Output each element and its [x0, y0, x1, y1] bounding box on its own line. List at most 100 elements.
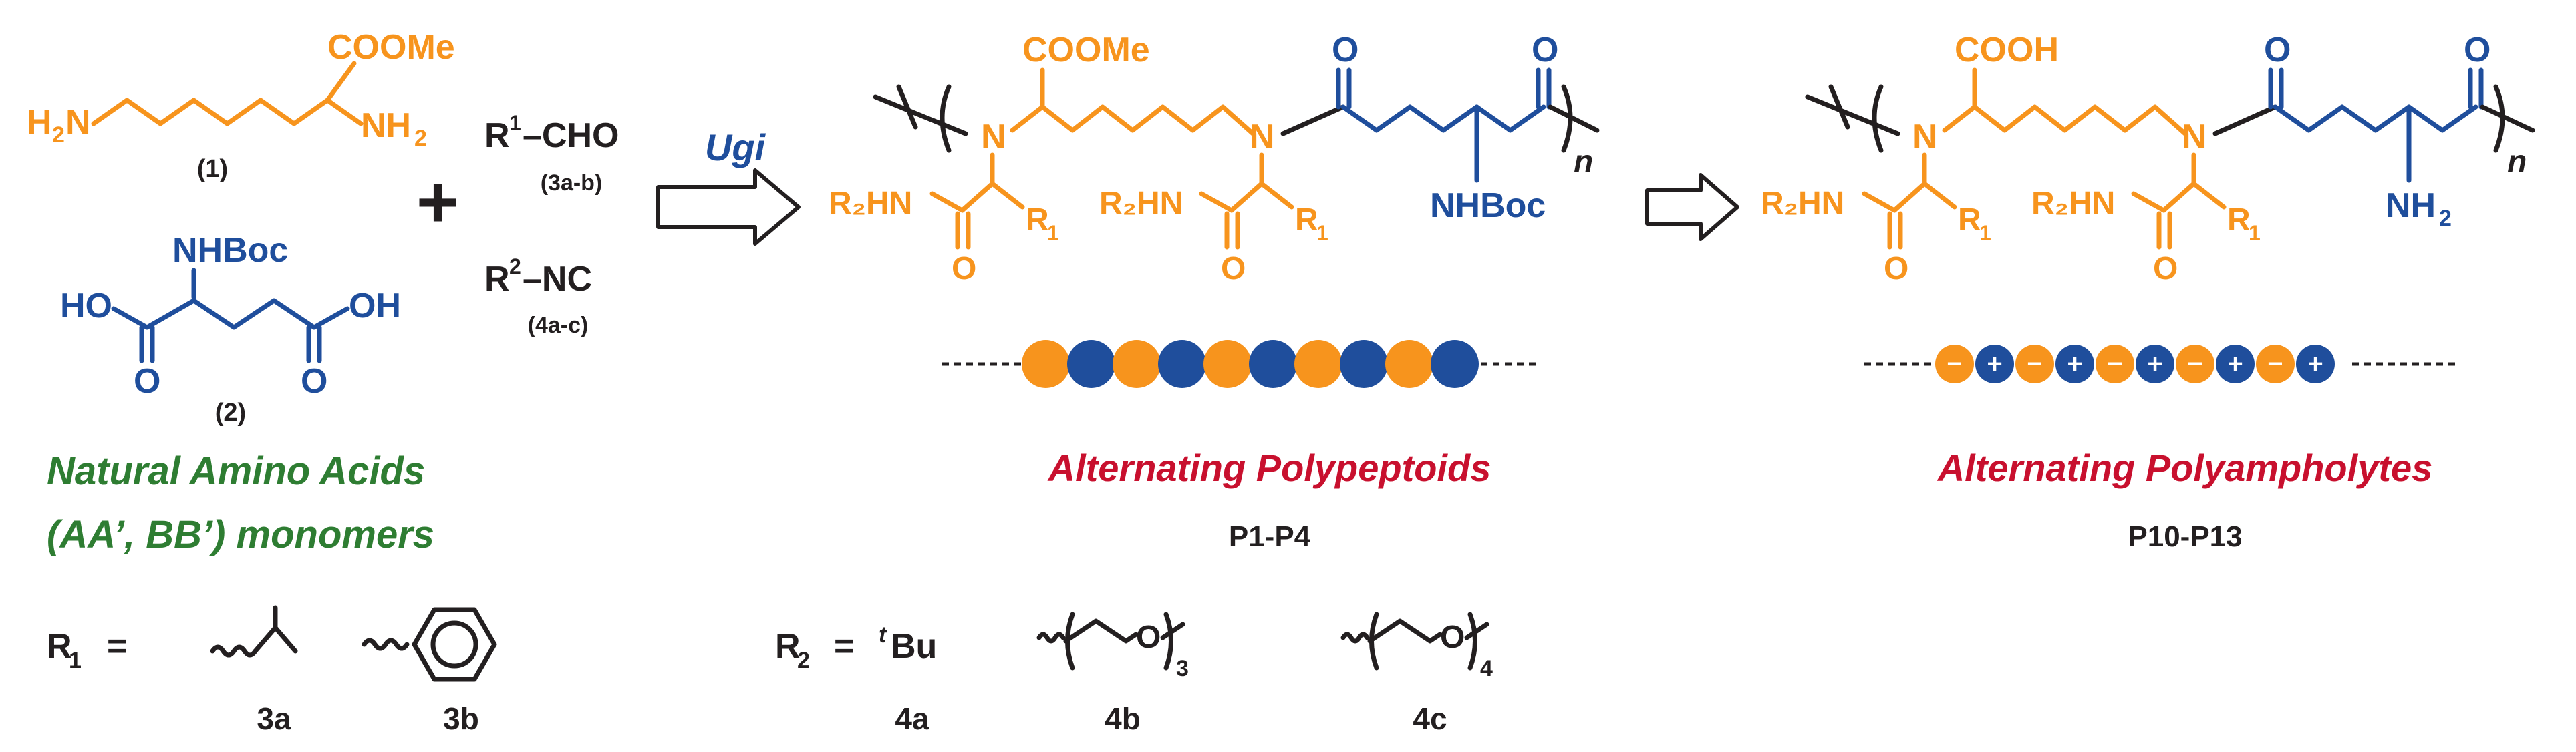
p1-glu-backbone: [1340, 104, 1546, 133]
r1-label: R: [47, 627, 72, 666]
p2-end-bond-right: [2480, 104, 2535, 133]
r1-code-3a: 3a: [257, 701, 291, 736]
p2-sc-right-chain: [2131, 181, 2196, 213]
r2-code-4a: 4a: [895, 701, 929, 736]
p2-sc-right-o: O: [2153, 251, 2178, 287]
polypeptoid-bead-chain: [942, 340, 1537, 388]
aldehyde-reagent: R 1 –CHO (3a-b): [484, 111, 619, 196]
p1-sc-right-r1-sub: 1: [1316, 221, 1328, 245]
peg4-end: [1464, 622, 1489, 640]
p1-glu-o2: O: [1532, 31, 1558, 69]
p2-sc-right-r1-bond: [2191, 181, 2227, 210]
p2-sc-right-r1-sub: 1: [2249, 221, 2261, 245]
r2-legend: R 2 = t Bu O 3 O 4 4a 4b 4c: [775, 612, 1493, 736]
p2-n-index: n: [2507, 144, 2527, 180]
wavy-bond-icon: [210, 644, 258, 658]
p1-sc-right-o: O: [1221, 251, 1246, 287]
peg4-o: O: [1440, 620, 1465, 655]
p2-end-bond-left: [1805, 94, 1900, 136]
blue-bead: [1249, 340, 1297, 388]
p2-amide-left: R₂HN: [1761, 186, 1844, 221]
isocyanide-r: R: [484, 260, 510, 299]
p1-glu-o1: O: [1332, 31, 1358, 69]
minus-charge-icon: −: [2267, 349, 2283, 379]
p2-sc-left-r1: R: [1958, 202, 1981, 238]
orange-bead: [1294, 340, 1342, 388]
wavy-bond-icon: [1036, 632, 1066, 644]
monomer1-nh: NH: [361, 106, 411, 145]
p1-sc-left-r1: R: [1026, 202, 1049, 238]
monomer1-nh-sub: 2: [414, 126, 427, 151]
orange-bead: [1935, 345, 1974, 383]
peg4-sub: 4: [1480, 656, 1493, 681]
blue-bead: [1340, 340, 1388, 388]
monomers-caption-line2: (AA’, BB’) monomers: [47, 513, 434, 556]
r1-equals: =: [107, 627, 127, 666]
blue-bead: [1431, 340, 1479, 388]
monomer2-oh: OH: [349, 287, 401, 325]
plus-sign: +: [416, 161, 459, 243]
peg3-end: [1160, 622, 1185, 640]
ugi-label: Ugi: [705, 126, 766, 168]
orange-bead: [1203, 340, 1252, 388]
p1-end-bond-left: [873, 94, 968, 136]
orange-bead: [1385, 340, 1433, 388]
p2-sc-left-chain: [1862, 181, 1927, 213]
monomer2-nhboc: NHBoc: [172, 231, 288, 270]
p1-ester: COOMe: [1022, 31, 1150, 69]
orange-bead: [2096, 345, 2134, 383]
r1-label-sub: 1: [69, 648, 82, 673]
isocyanide-reagent: R 2 –NC (4a-c): [484, 254, 592, 338]
p1-nhboc: NHBoc: [1430, 186, 1546, 225]
monomer-1: H 2 N COOMe NH 2 (1): [27, 28, 455, 183]
r1-code-3b: 3b: [443, 701, 479, 736]
p2-glu-o1: O: [2264, 31, 2291, 69]
peg3-bracket-right: [1163, 612, 1173, 671]
p2-glu-o2: O: [2464, 31, 2490, 69]
peg3-sub: 3: [1176, 656, 1189, 681]
polypeptoid-code: P1-P4: [1229, 520, 1311, 553]
alpha-amine-bond: [325, 98, 364, 126]
p2-glu-backbone: [2273, 104, 2478, 133]
tbu-sup: t: [879, 622, 887, 648]
p2-sc-left-o: O: [1884, 251, 1908, 287]
monomer1-ester: COOMe: [327, 28, 455, 67]
monomers-caption-line1: Natural Amino Acids: [47, 449, 425, 493]
blue-bead: [1158, 340, 1206, 388]
polypeptoid-caption: Alternating Polypeptoids: [1047, 447, 1491, 489]
isopropyl-icon: [253, 625, 298, 654]
r2-code-4c: 4c: [1413, 701, 1447, 736]
blue-bead: [2296, 345, 2335, 383]
monomer2-label: (2): [215, 399, 246, 427]
lysine-chain-bond: [91, 98, 330, 126]
plus-charge-icon: +: [2227, 349, 2243, 379]
peg3-o: O: [1136, 620, 1161, 655]
p2-n-right: N: [2182, 118, 2207, 156]
monomer1-h-sub: 2: [52, 122, 65, 148]
monomer1-label: (1): [197, 155, 228, 183]
p1-n-left: N: [981, 118, 1006, 156]
phenyl-aromatic-circle: [430, 620, 478, 669]
r2-label-sub: 2: [797, 648, 810, 673]
p1-sc-left-r1-bond: [990, 181, 1025, 210]
monomer1-n: N: [65, 103, 91, 142]
blue-bead: [2216, 345, 2255, 383]
polyampholyte-code: P10-P13: [2128, 520, 2242, 553]
isocyanide-formula: –NC: [523, 260, 592, 299]
p1-n-index: n: [1574, 144, 1593, 180]
tbu-label: Bu: [891, 627, 937, 666]
monomer2-ho: HO: [60, 287, 112, 325]
plus-charge-icon: +: [2067, 349, 2082, 379]
minus-charge-icon: −: [1947, 349, 1962, 379]
orange-bead: [1022, 340, 1070, 388]
p2-amide-linkage: [2212, 104, 2278, 136]
polymer-1: N COOMe N O O NHBoc n R 1 R₂HN O R: [829, 31, 1600, 287]
p1-sc-left-chain: [929, 181, 995, 213]
r2-label: R: [775, 627, 801, 666]
peg4-chain: [1367, 618, 1443, 644]
phenyl-ring-icon: [412, 607, 497, 682]
p2-sc-left-r1-sub: 1: [1979, 221, 1991, 245]
blue-bead: [1975, 345, 2014, 383]
p2-n-left: N: [1912, 118, 1938, 156]
